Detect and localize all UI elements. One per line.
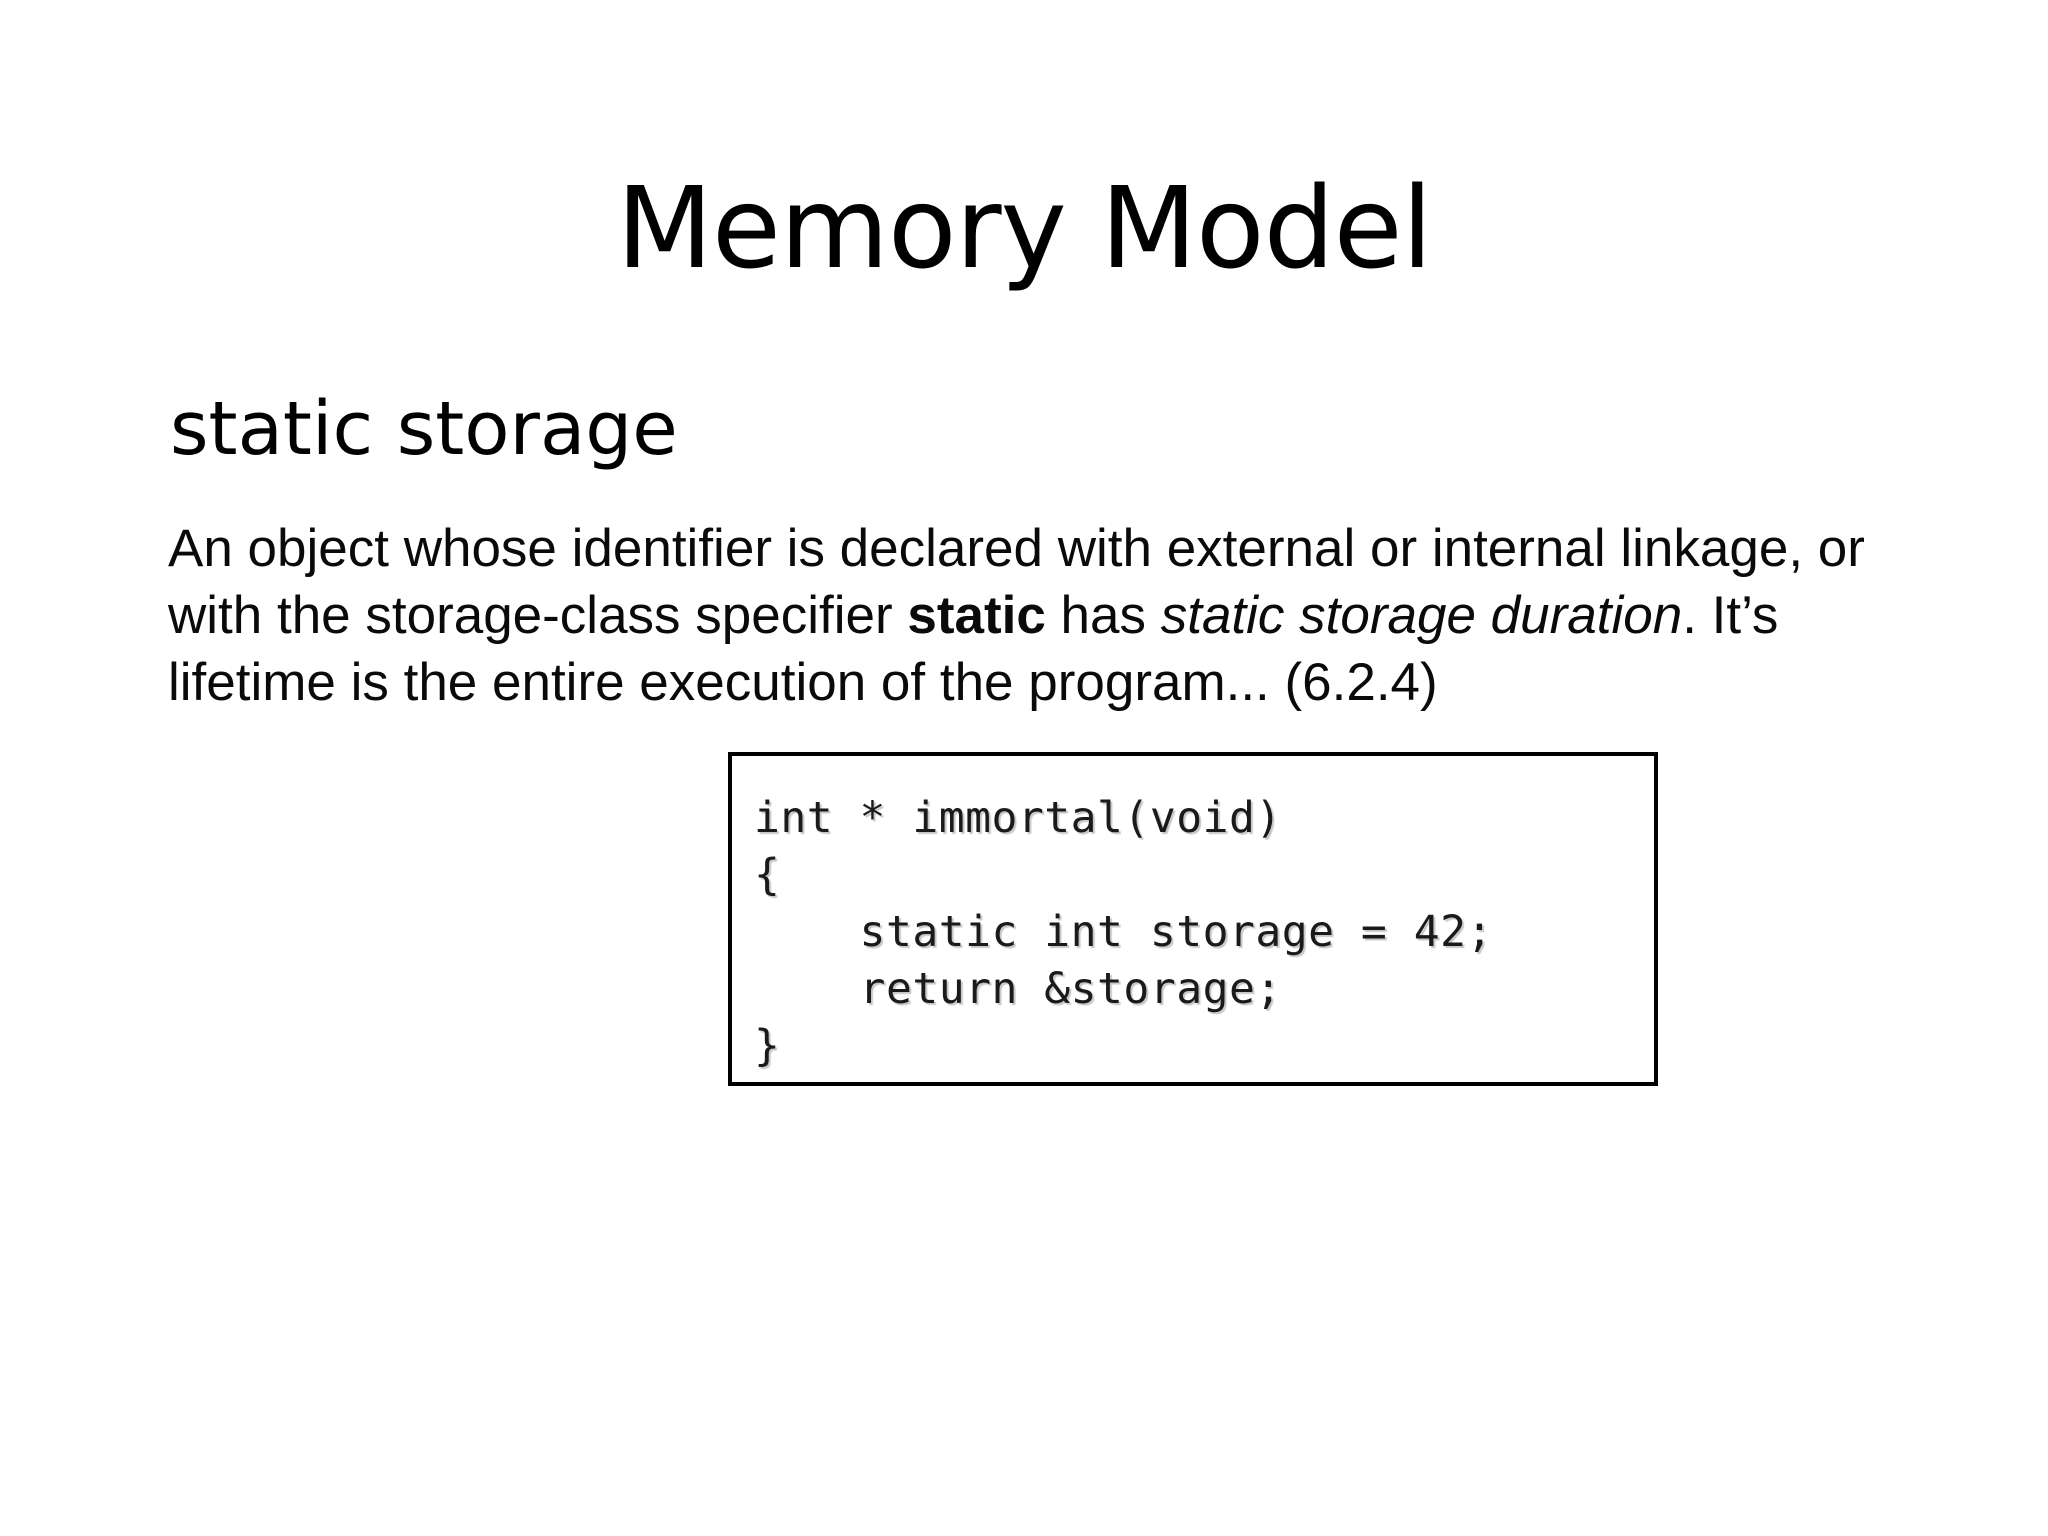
code-example-box: int * immortal(void) { static int storag…	[728, 752, 1658, 1086]
definition-text-part-1: An object whose identifier is declared w…	[168, 519, 1865, 645]
definition-text-part-2: has	[1045, 586, 1161, 645]
definition-paragraph: An object whose identifier is declared w…	[168, 515, 1868, 716]
term-static-storage-duration-italic: static storage duration	[1160, 586, 1683, 645]
code-listing: int * immortal(void) { static int storag…	[754, 793, 1493, 1071]
keyword-static-bold: static	[907, 586, 1046, 645]
section-subtitle: static storage	[170, 386, 678, 473]
definition-text-part-3: . It’s lifetime is the entire execution …	[168, 586, 1779, 712]
page-title: Memory Model	[616, 164, 1432, 295]
